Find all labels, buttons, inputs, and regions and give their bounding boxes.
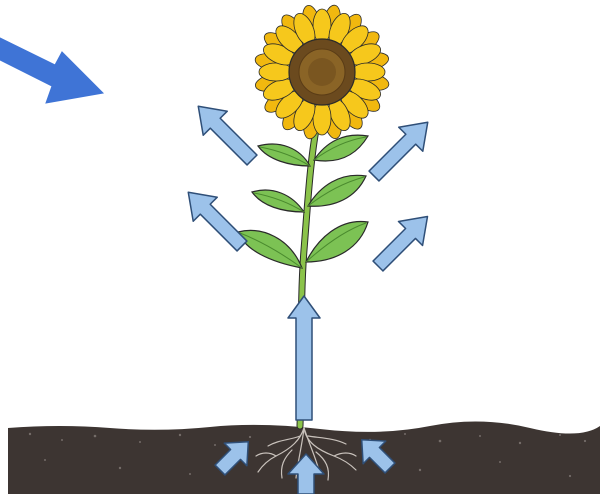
xylem-transport-arrow-icon: [288, 296, 320, 420]
transpiration-arrow-icon: [362, 110, 440, 188]
transpiration-arrow-icon: [186, 94, 264, 172]
sunflower-head: [254, 4, 391, 141]
transpiration-arrow-icon: [366, 204, 440, 278]
transpiration-arrow-icon: [176, 180, 254, 258]
sunlight-arrow-icon: [0, 38, 103, 103]
